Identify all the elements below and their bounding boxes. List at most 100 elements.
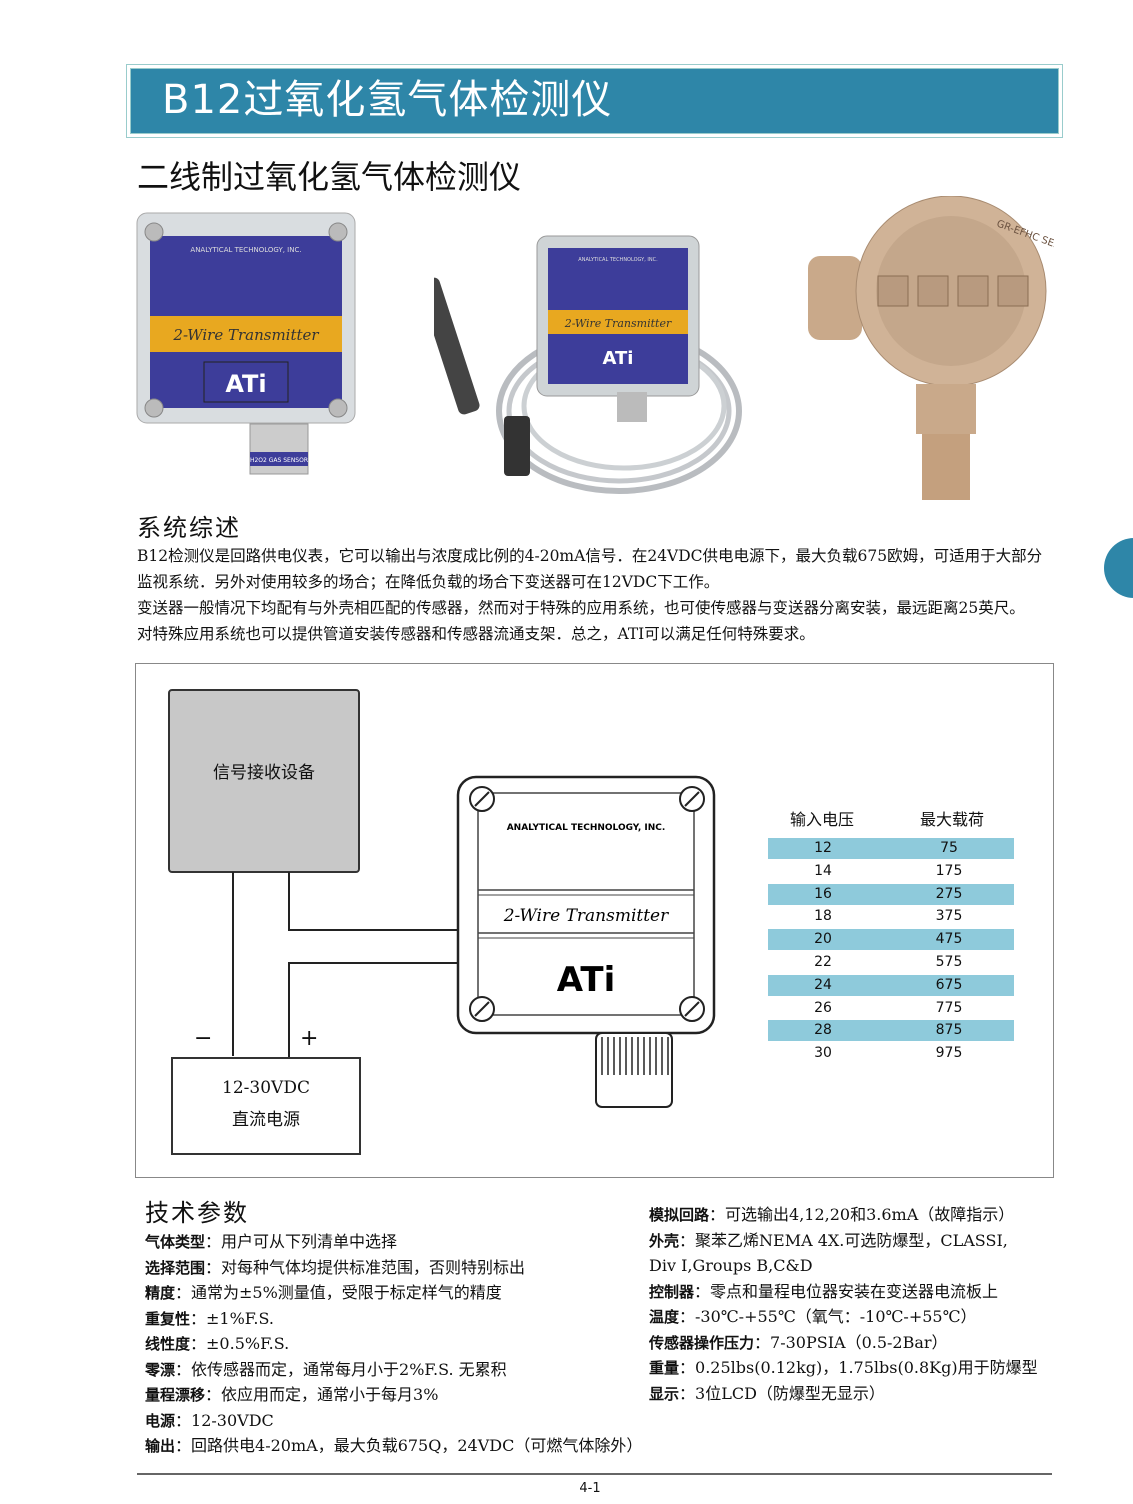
signal-receiver-box [168, 689, 360, 873]
spec-line: 重量：0.25lbs(0.12kg)，1.75lbs(0.8Kg)用于防爆型 [649, 1355, 1038, 1382]
spec-key: 电源 [145, 1411, 176, 1430]
spec-key: 零漂 [145, 1360, 176, 1379]
spec-line: 温度：-30℃-+55℃（氧气：-10℃-+55℃） [649, 1304, 977, 1331]
power-supply-name: 直流电源 [232, 1110, 300, 1130]
wire-plus-to-transmitter [288, 962, 458, 964]
footer-divider [137, 1473, 1052, 1475]
table-cell-load: 975 [935, 1045, 963, 1062]
table-row: 24 675 [768, 974, 1014, 996]
title-banner [130, 68, 1059, 134]
page-title: B12过氧化氢气体检测仪 [162, 77, 613, 123]
product-image-wall-transmitter: ANALYTICAL TECHNOLOGY, INC. 2-Wire Trans… [136, 212, 356, 475]
table-cell-load: 575 [935, 954, 963, 970]
table-cell-voltage: 20 [814, 931, 832, 948]
table-cell-load: 275 [935, 885, 963, 902]
overview-heading: 系统综述 [137, 514, 241, 542]
table-cell-voltage: 16 [814, 885, 832, 902]
spec-key: 传感器操作压力 [649, 1333, 755, 1352]
product-image-remote-transmitter: ANALYTICAL TECHNOLOGY, INC. 2-Wire Trans… [434, 235, 742, 494]
table-row: 28 875 [768, 1020, 1014, 1042]
spec-key: 重量 [649, 1359, 680, 1377]
table-cell-voltage: 24 [814, 976, 832, 993]
overview-paragraph-2: 变送器一般情况下均配有与外壳相匹配的传感器，然而对于特殊的应用系统，也可使传感器… [137, 599, 1025, 617]
table-header-voltage: 输入电压 [790, 810, 855, 829]
spec-key: 输出 [145, 1437, 176, 1455]
spec-line: Div I,Groups B,C&D [649, 1253, 813, 1280]
table-cell-voltage: 12 [814, 840, 832, 856]
table-row: 30 975 [768, 1043, 1014, 1064]
spec-line: 零漂：依传感器而定，通常每月小于2%F.S. 无累积 [145, 1357, 507, 1384]
table-row: 20 475 [768, 929, 1014, 951]
transmitter-drawing: ANALYTICAL TECHNOLOGY, INC. 2-Wire Trans… [456, 775, 716, 1108]
spec-value: ：±0.5%F.S. [190, 1334, 290, 1353]
table-cell-voltage: 30 [814, 1045, 832, 1062]
spec-line: 精度：通常为±5%测量值，受限于标定样气的精度 [145, 1280, 502, 1307]
spec-value: ：对每种气体均提供标准范围，否则特别标出 [205, 1257, 526, 1277]
table-cell-voltage: 28 [814, 1022, 832, 1039]
side-tab-marker [1104, 538, 1133, 598]
product-1-logo: ATi [225, 370, 266, 398]
spec-value: ：3位LCD（防爆型无显示） [679, 1383, 885, 1403]
spec-key: 显示 [649, 1384, 680, 1403]
wire-receiver-to-transmitter [288, 929, 458, 931]
table-row: 26 775 [768, 998, 1014, 1019]
spec-line: 量程漂移：依应用而定，通常小于每月3% [145, 1382, 438, 1409]
table-cell-load: 75 [940, 840, 958, 856]
spec-line: 传感器操作压力：7-30PSIA（0.5-2Bar） [649, 1330, 948, 1357]
page-number: 4-1 [579, 1481, 601, 1496]
product-1-brand: ANALYTICAL TECHNOLOGY, INC. [190, 246, 301, 254]
table-cell-load: 475 [935, 931, 963, 948]
spec-line: 线性度：±0.5%F.S. [145, 1331, 289, 1358]
transmitter-logo: ATi [557, 960, 616, 1000]
spec-value: ：±1%F.S. [190, 1308, 274, 1328]
spec-value: ：12-30VDC [175, 1410, 274, 1430]
spec-line: 电源：12-30VDC [145, 1408, 274, 1435]
product-2-logo: ATi [603, 348, 634, 369]
wiring-diagram-frame [135, 663, 1054, 1178]
spec-line: 气体类型：用户可从下列清单中选择 [145, 1229, 397, 1256]
spec-key: 模拟回路 [649, 1206, 710, 1224]
product-1-label: 2-Wire Transmitter [172, 326, 319, 344]
spec-value: ：用户可从下列清单中选择 [205, 1232, 398, 1251]
spec-key: 控制器 [649, 1282, 695, 1301]
overview-paragraph-3: 对特殊应用系统也可以提供管道安装传感器和传感器流通支架．总之，ATI可以满足任何… [137, 625, 815, 643]
spec-key: 外壳 [649, 1231, 680, 1250]
spec-value: ：零点和量程电位器安装在变送器电流板上 [694, 1281, 999, 1301]
spec-key: 精度 [145, 1284, 176, 1302]
spec-value: ：-30℃-+55℃（氧气：-10℃-+55℃） [679, 1307, 977, 1326]
spec-line: 重复性：±1%F.S. [145, 1306, 274, 1333]
power-supply-box [171, 1057, 361, 1155]
table-row: 12 75 [768, 838, 1014, 859]
table-header-load: 最大载荷 [920, 810, 985, 829]
table-cell-load: 375 [935, 908, 963, 925]
spec-key: 重复性 [145, 1309, 191, 1328]
minus-sign: − [194, 1026, 213, 1051]
spec-key: 气体类型 [145, 1233, 206, 1251]
transmitter-label: 2-Wire Transmitter [503, 906, 669, 926]
spec-line: 输出：回路供电4-20mA，最大负载675Q，24VDC（可燃气体除外） [145, 1433, 642, 1460]
spec-value: ：回路供电4-20mA，最大负载675Q，24VDC（可燃气体除外） [175, 1436, 643, 1455]
table-cell-voltage: 22 [814, 954, 832, 970]
spec-value: ：通常为±5%测量值，受限于标定样气的精度 [175, 1283, 502, 1302]
plus-sign: + [300, 1026, 319, 1051]
product-2-brand: ANALYTICAL TECHNOLOGY, INC. [578, 257, 658, 263]
specs-heading: 技术参数 [145, 1199, 249, 1227]
table-cell-load: 775 [935, 999, 963, 1016]
spec-key: 选择范围 [145, 1258, 206, 1277]
table-cell-voltage: 26 [814, 999, 832, 1016]
wire-receiver-vertical [288, 872, 290, 930]
spec-line: 显示：3位LCD（防爆型无显示） [649, 1381, 885, 1408]
table-cell-load: 875 [935, 1022, 963, 1039]
spec-line: 控制器：零点和量程电位器安装在变送器电流板上 [649, 1279, 998, 1306]
product-2-label: 2-Wire Transmitter [564, 317, 672, 330]
table-cell-load: 175 [935, 862, 963, 879]
spec-key: 量程漂移 [145, 1386, 206, 1404]
power-supply-voltage: 12-30VDC [222, 1078, 310, 1098]
spec-value: ：7-30PSIA（0.5-2Bar） [754, 1332, 948, 1352]
spec-value: ：0.25lbs(0.12kg)，1.75lbs(0.8Kg)用于防爆型 [679, 1358, 1038, 1377]
table-row: 16 275 [768, 883, 1014, 905]
spec-value: ：依传感器而定，通常每月小于2%F.S. 无累积 [175, 1359, 507, 1379]
table-cell-load: 675 [935, 976, 963, 993]
